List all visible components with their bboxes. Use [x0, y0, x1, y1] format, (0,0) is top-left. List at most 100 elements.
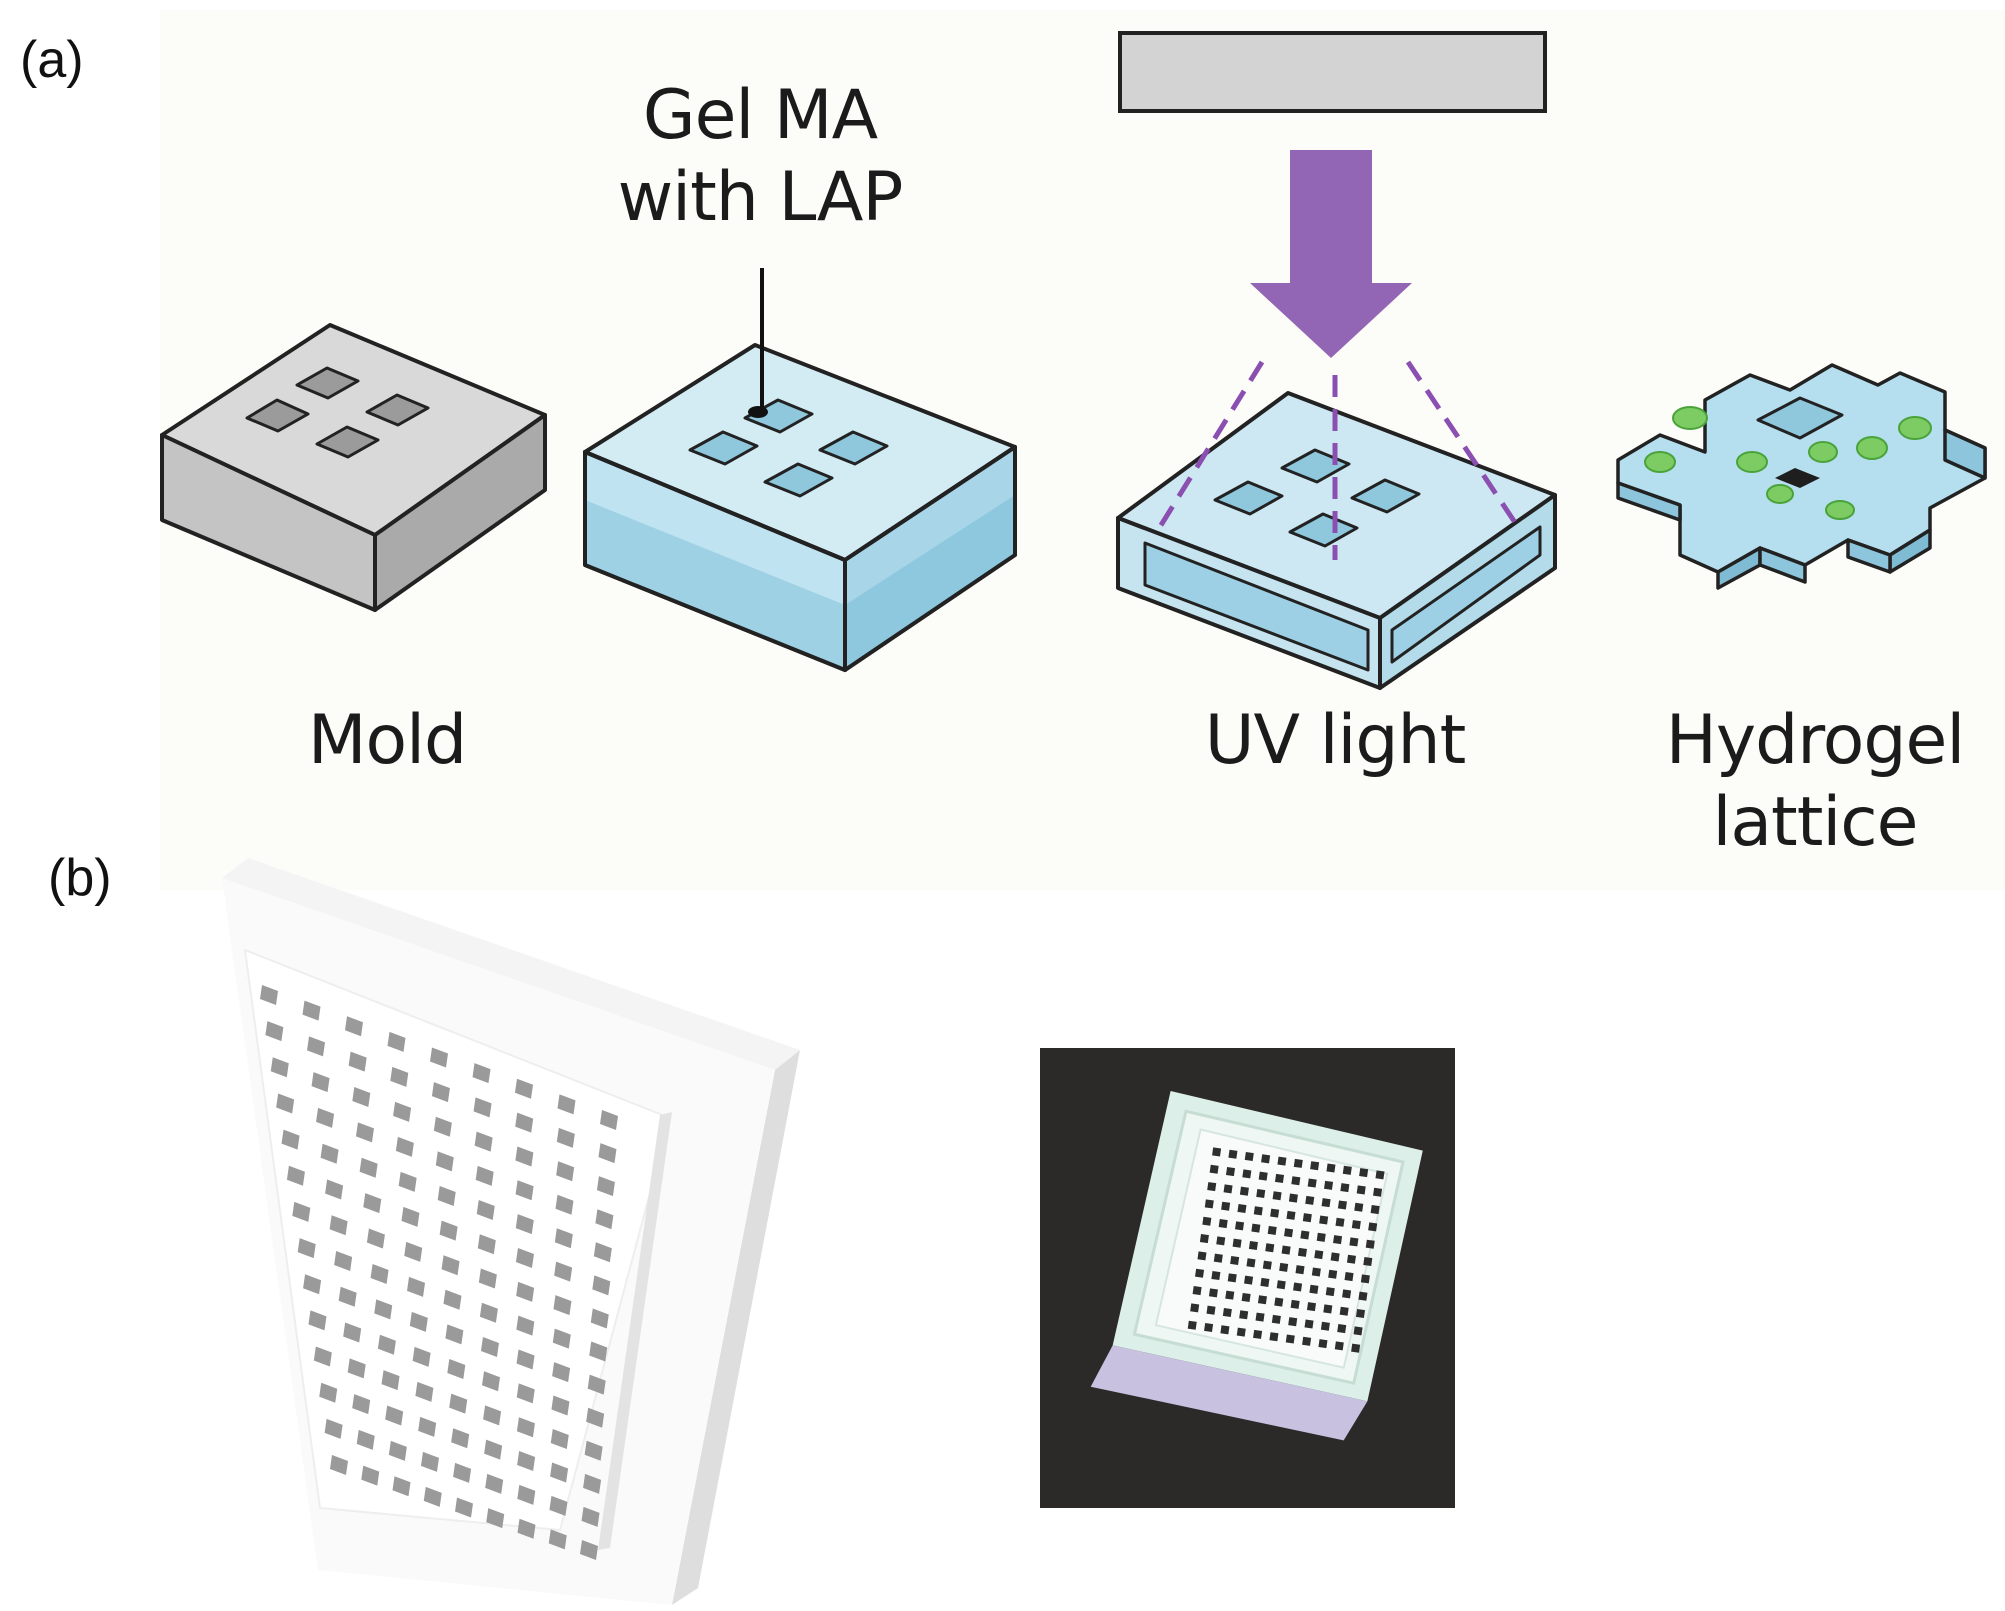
photo-hole [1311, 1267, 1321, 1277]
gelma-pointer-dot [748, 406, 768, 418]
lattice-hole [392, 1476, 411, 1497]
lattice-hole [453, 1462, 472, 1483]
uv-arrow-icon [1250, 150, 1412, 358]
lattice-hole [388, 1440, 407, 1461]
lattice-hole [595, 1209, 614, 1230]
lattice-hole [445, 1324, 464, 1345]
lattice-hole [553, 1295, 572, 1316]
lattice-hole [286, 1165, 305, 1186]
lattice-hole [407, 1276, 426, 1297]
lattice-hole [480, 1336, 499, 1357]
photo-hole [1251, 1223, 1261, 1233]
lattice-hole [302, 1000, 321, 1021]
lattice-hole [485, 1473, 504, 1494]
photo-hole [1300, 1230, 1310, 1240]
photo-hole [1344, 1272, 1354, 1282]
label-gelma-line2: with LAP [617, 158, 904, 237]
panel-label-a: (a) [20, 31, 84, 89]
photo-hole [1360, 1274, 1370, 1284]
lattice-hole [552, 1328, 571, 1349]
mold-photo-drawing [1040, 1048, 1455, 1508]
lattice-hole [381, 1370, 400, 1391]
photo-hole [1223, 1184, 1233, 1194]
photo-hole [1314, 1250, 1324, 1260]
lattice-hole [430, 1047, 448, 1068]
lattice-hole [374, 1299, 393, 1320]
hydrogel-lattice [1616, 363, 1987, 590]
photo-hole [1340, 1183, 1350, 1193]
lattice-hole [516, 1383, 535, 1404]
photo-hole [1356, 1185, 1366, 1195]
photo-hole [1302, 1213, 1312, 1223]
label-uv: UV light [1204, 701, 1467, 780]
photo-hole [1349, 1237, 1359, 1247]
photo-hole [1261, 1154, 1271, 1164]
lattice-hole [343, 1322, 362, 1343]
photo-hole [1342, 1165, 1352, 1175]
photo-hole [1257, 1295, 1267, 1305]
lattice-hole [593, 1242, 612, 1263]
lattice-hole [557, 1094, 576, 1115]
lattice-hole [482, 1371, 501, 1392]
lattice-hole [516, 1417, 535, 1438]
lattice-hole [592, 1275, 611, 1296]
lattice-hole [447, 1359, 466, 1380]
photo-hole [1320, 1321, 1330, 1331]
photo-hole [1265, 1243, 1275, 1253]
lattice-hole [554, 1261, 573, 1282]
photo-hole [1346, 1254, 1356, 1264]
photo-hole [1354, 1202, 1364, 1212]
lattice-hole [515, 1146, 534, 1167]
lattice-hole [311, 1072, 330, 1093]
photo-hole [1319, 1215, 1329, 1225]
cell-dots [1644, 406, 1932, 520]
lattice-hole [334, 1251, 353, 1272]
photo-hole [1358, 1291, 1368, 1301]
lattice-hole [361, 1465, 380, 1486]
photo-hole [1187, 1320, 1197, 1330]
lattice-hole [320, 1143, 339, 1164]
lattice-hole [515, 1180, 534, 1201]
lattice-hole [347, 1358, 366, 1379]
photo-hole [1255, 1312, 1265, 1322]
photo-hole [1375, 1170, 1385, 1180]
photo-hole [1206, 1305, 1216, 1315]
photo-hole [1228, 1149, 1238, 1159]
lattice-hole [455, 1497, 473, 1518]
lattice-hole [423, 1486, 442, 1507]
mold-photo [1040, 1048, 1455, 1508]
lattice-hole [556, 1127, 575, 1148]
photo-hole [1211, 1271, 1221, 1281]
lattice-hole [476, 1200, 495, 1221]
photo-hole [1318, 1339, 1328, 1349]
lattice-hole [270, 1057, 289, 1078]
photo-hole [1277, 1156, 1287, 1166]
lattice-hole [433, 1116, 452, 1137]
photo-hole [1271, 1314, 1281, 1324]
photo-hole [1256, 1188, 1266, 1198]
lattice-hole [404, 1241, 423, 1262]
lattice-hole [385, 1405, 404, 1426]
photo-hole [1232, 1238, 1242, 1248]
photo-hole [1197, 1251, 1207, 1261]
photo-hole [1216, 1236, 1226, 1246]
rendered-lattice-mold [222, 858, 800, 1605]
lattice-hole [412, 1346, 431, 1367]
photo-hole [1248, 1240, 1258, 1250]
photo-hole [1269, 1332, 1279, 1342]
photo-hole [1279, 1262, 1289, 1272]
lattice-hole [472, 1063, 491, 1084]
photo-hole [1207, 1182, 1217, 1192]
lattice-hole [319, 1382, 338, 1403]
photo-hole [1297, 1247, 1307, 1257]
lattice-hole [390, 1066, 409, 1087]
photo-hole [1258, 1171, 1268, 1181]
lattice-hole [363, 1193, 382, 1214]
panel-label-b: (b) [48, 849, 112, 907]
photo-hole [1270, 1208, 1280, 1218]
photo-hole [1235, 1221, 1245, 1231]
photo-hole [1222, 1307, 1232, 1318]
lattice-hole [517, 1451, 536, 1472]
lattice-hole [550, 1462, 569, 1483]
lattice-hole [483, 1405, 502, 1426]
